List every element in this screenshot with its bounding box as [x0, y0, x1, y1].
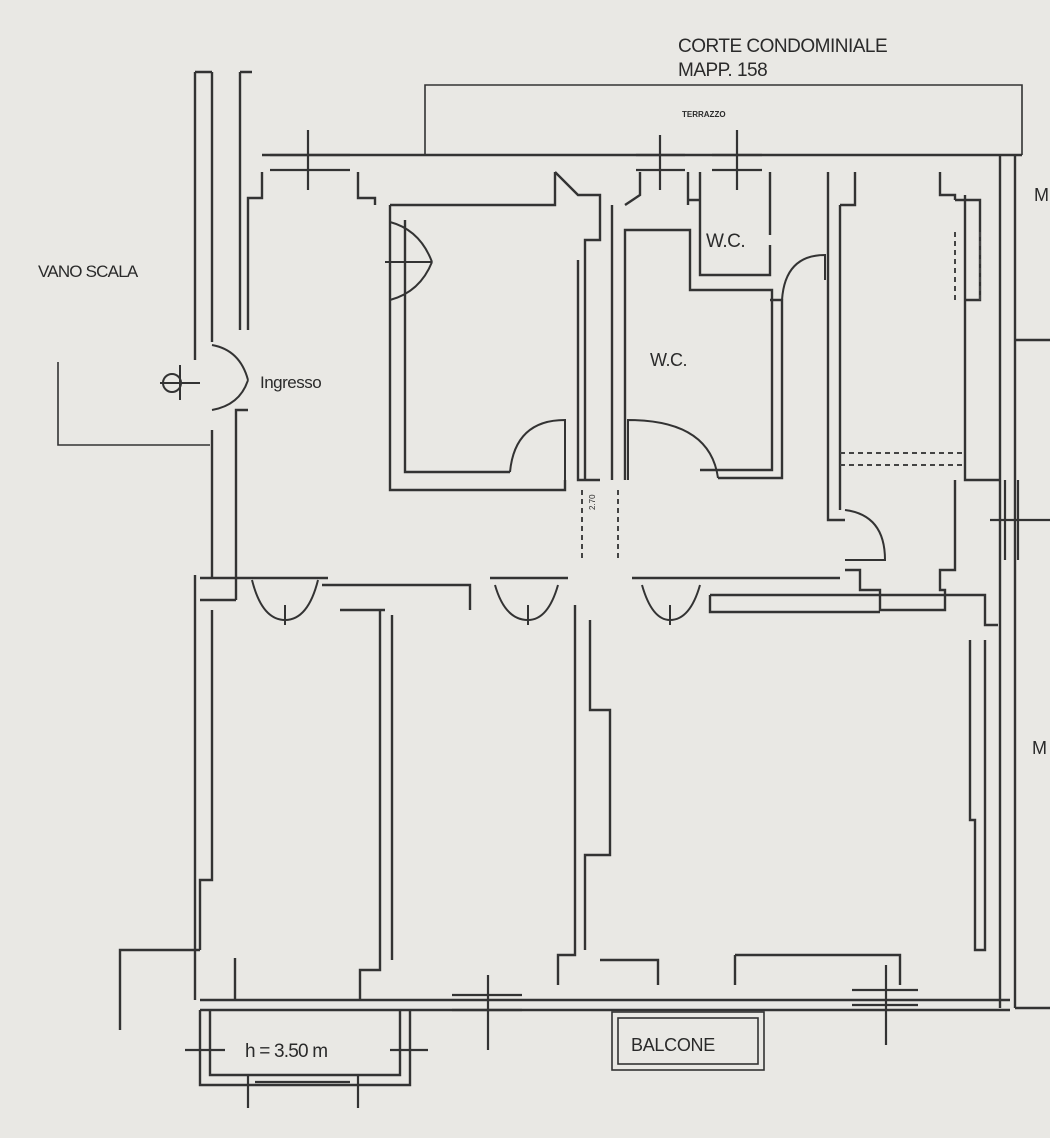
height-label: h = 3.50 m — [245, 1041, 328, 1062]
middle-wall — [236, 576, 998, 627]
dashed-partition-v — [954, 232, 981, 300]
bedroom-door-mid — [494, 584, 559, 625]
balcony-label: BALCONE — [631, 1035, 715, 1055]
entrance-hall-wall — [200, 408, 248, 580]
right-inner-wall — [845, 195, 1000, 612]
right-outer-wall — [998, 155, 1050, 1010]
wc-door-arc — [627, 418, 719, 480]
stairwell-outline — [57, 362, 210, 446]
stairwell-wall — [193, 70, 252, 360]
corridor-dimension: 2.70 — [588, 494, 597, 510]
wc-small-label: W.C. — [706, 231, 746, 252]
terrace-label: TERRAZZO — [682, 110, 726, 119]
balcony-outline — [611, 1011, 765, 1071]
wc-small-walls — [688, 172, 772, 277]
bedroom-middle-walls — [556, 605, 612, 985]
wc-large-label: W.C. — [650, 350, 688, 370]
bay-window — [198, 1010, 412, 1087]
right-edge-label-bottom: M — [1032, 738, 1047, 758]
balcony-inner — [617, 1017, 759, 1065]
right-door-arc — [844, 509, 887, 561]
corridor-wall — [576, 172, 690, 482]
window-bottom-2 — [852, 965, 918, 1045]
room-door-arc-1 — [509, 418, 566, 480]
bottom-wall — [200, 958, 1010, 1012]
window-bottom-1 — [452, 975, 522, 1050]
entrance-marker — [162, 373, 182, 393]
top-wall — [246, 153, 1022, 330]
window-top-2 — [636, 135, 685, 190]
corridor-dashed — [581, 490, 619, 560]
room-wall-1 — [388, 171, 602, 492]
bedroom-door-right — [641, 584, 701, 625]
stairwell-lower-wall — [118, 430, 214, 1030]
dashed-partition-h — [840, 452, 962, 466]
service-door-arc — [781, 253, 826, 301]
court-label-line2: MAPP. 158 — [678, 60, 768, 81]
right-edge-label-top: M — [1034, 185, 1049, 205]
bedroom-left-walls — [198, 578, 394, 990]
wc-large-walls — [623, 228, 784, 480]
window-right — [990, 480, 1050, 560]
window-top-3 — [712, 130, 762, 190]
large-room-walls — [600, 640, 987, 985]
entrance-label: Ingresso — [260, 373, 322, 392]
right-room-walls — [826, 172, 982, 522]
bedroom-door-left — [251, 579, 319, 625]
window-bay-side — [185, 1048, 428, 1108]
window-top-1 — [270, 130, 350, 190]
court-label-line1: CORTE CONDOMINIALE — [678, 36, 888, 57]
closet-door — [385, 221, 433, 301]
court-boundary — [424, 84, 1023, 155]
stairwell-label: VANO SCALA — [38, 262, 138, 281]
entrance-door — [160, 344, 249, 411]
